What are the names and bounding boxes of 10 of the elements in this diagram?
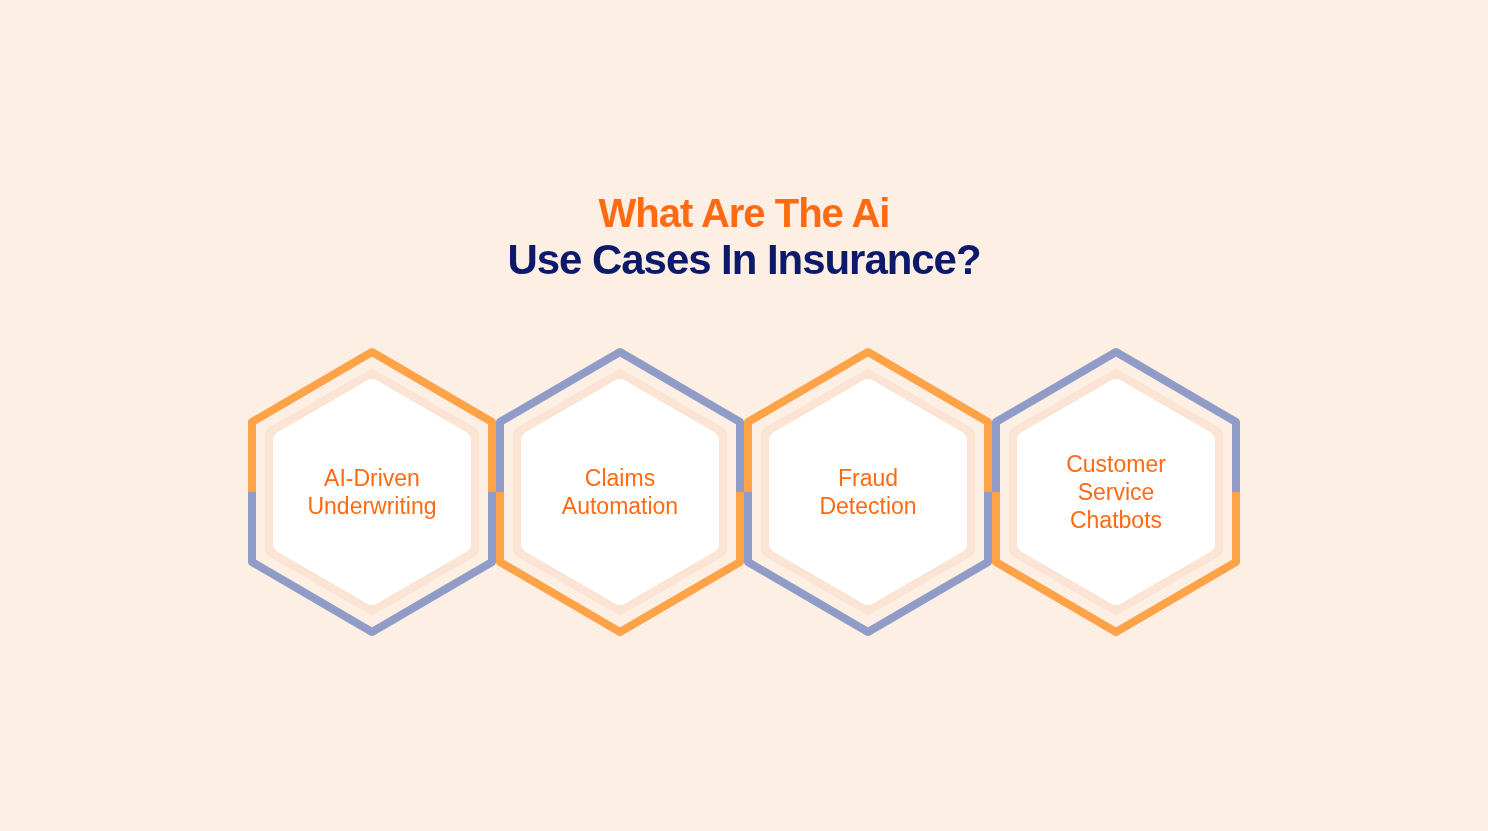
title-line: Use Cases In Insurance? <box>507 236 981 284</box>
hexagon-card <box>743 347 993 637</box>
hexagon-label: Fraud Detection <box>818 464 918 520</box>
hexagon-card <box>495 347 745 637</box>
hexagon-label: Claims Automation <box>560 464 680 520</box>
hexagon-label: Customer Service Chatbots <box>1065 450 1167 534</box>
hexagon-card <box>991 347 1241 637</box>
hexagon-card <box>247 347 497 637</box>
title-line: What Are The Ai <box>598 190 890 236</box>
hexagon-label: AI-Driven Underwriting <box>306 464 438 520</box>
